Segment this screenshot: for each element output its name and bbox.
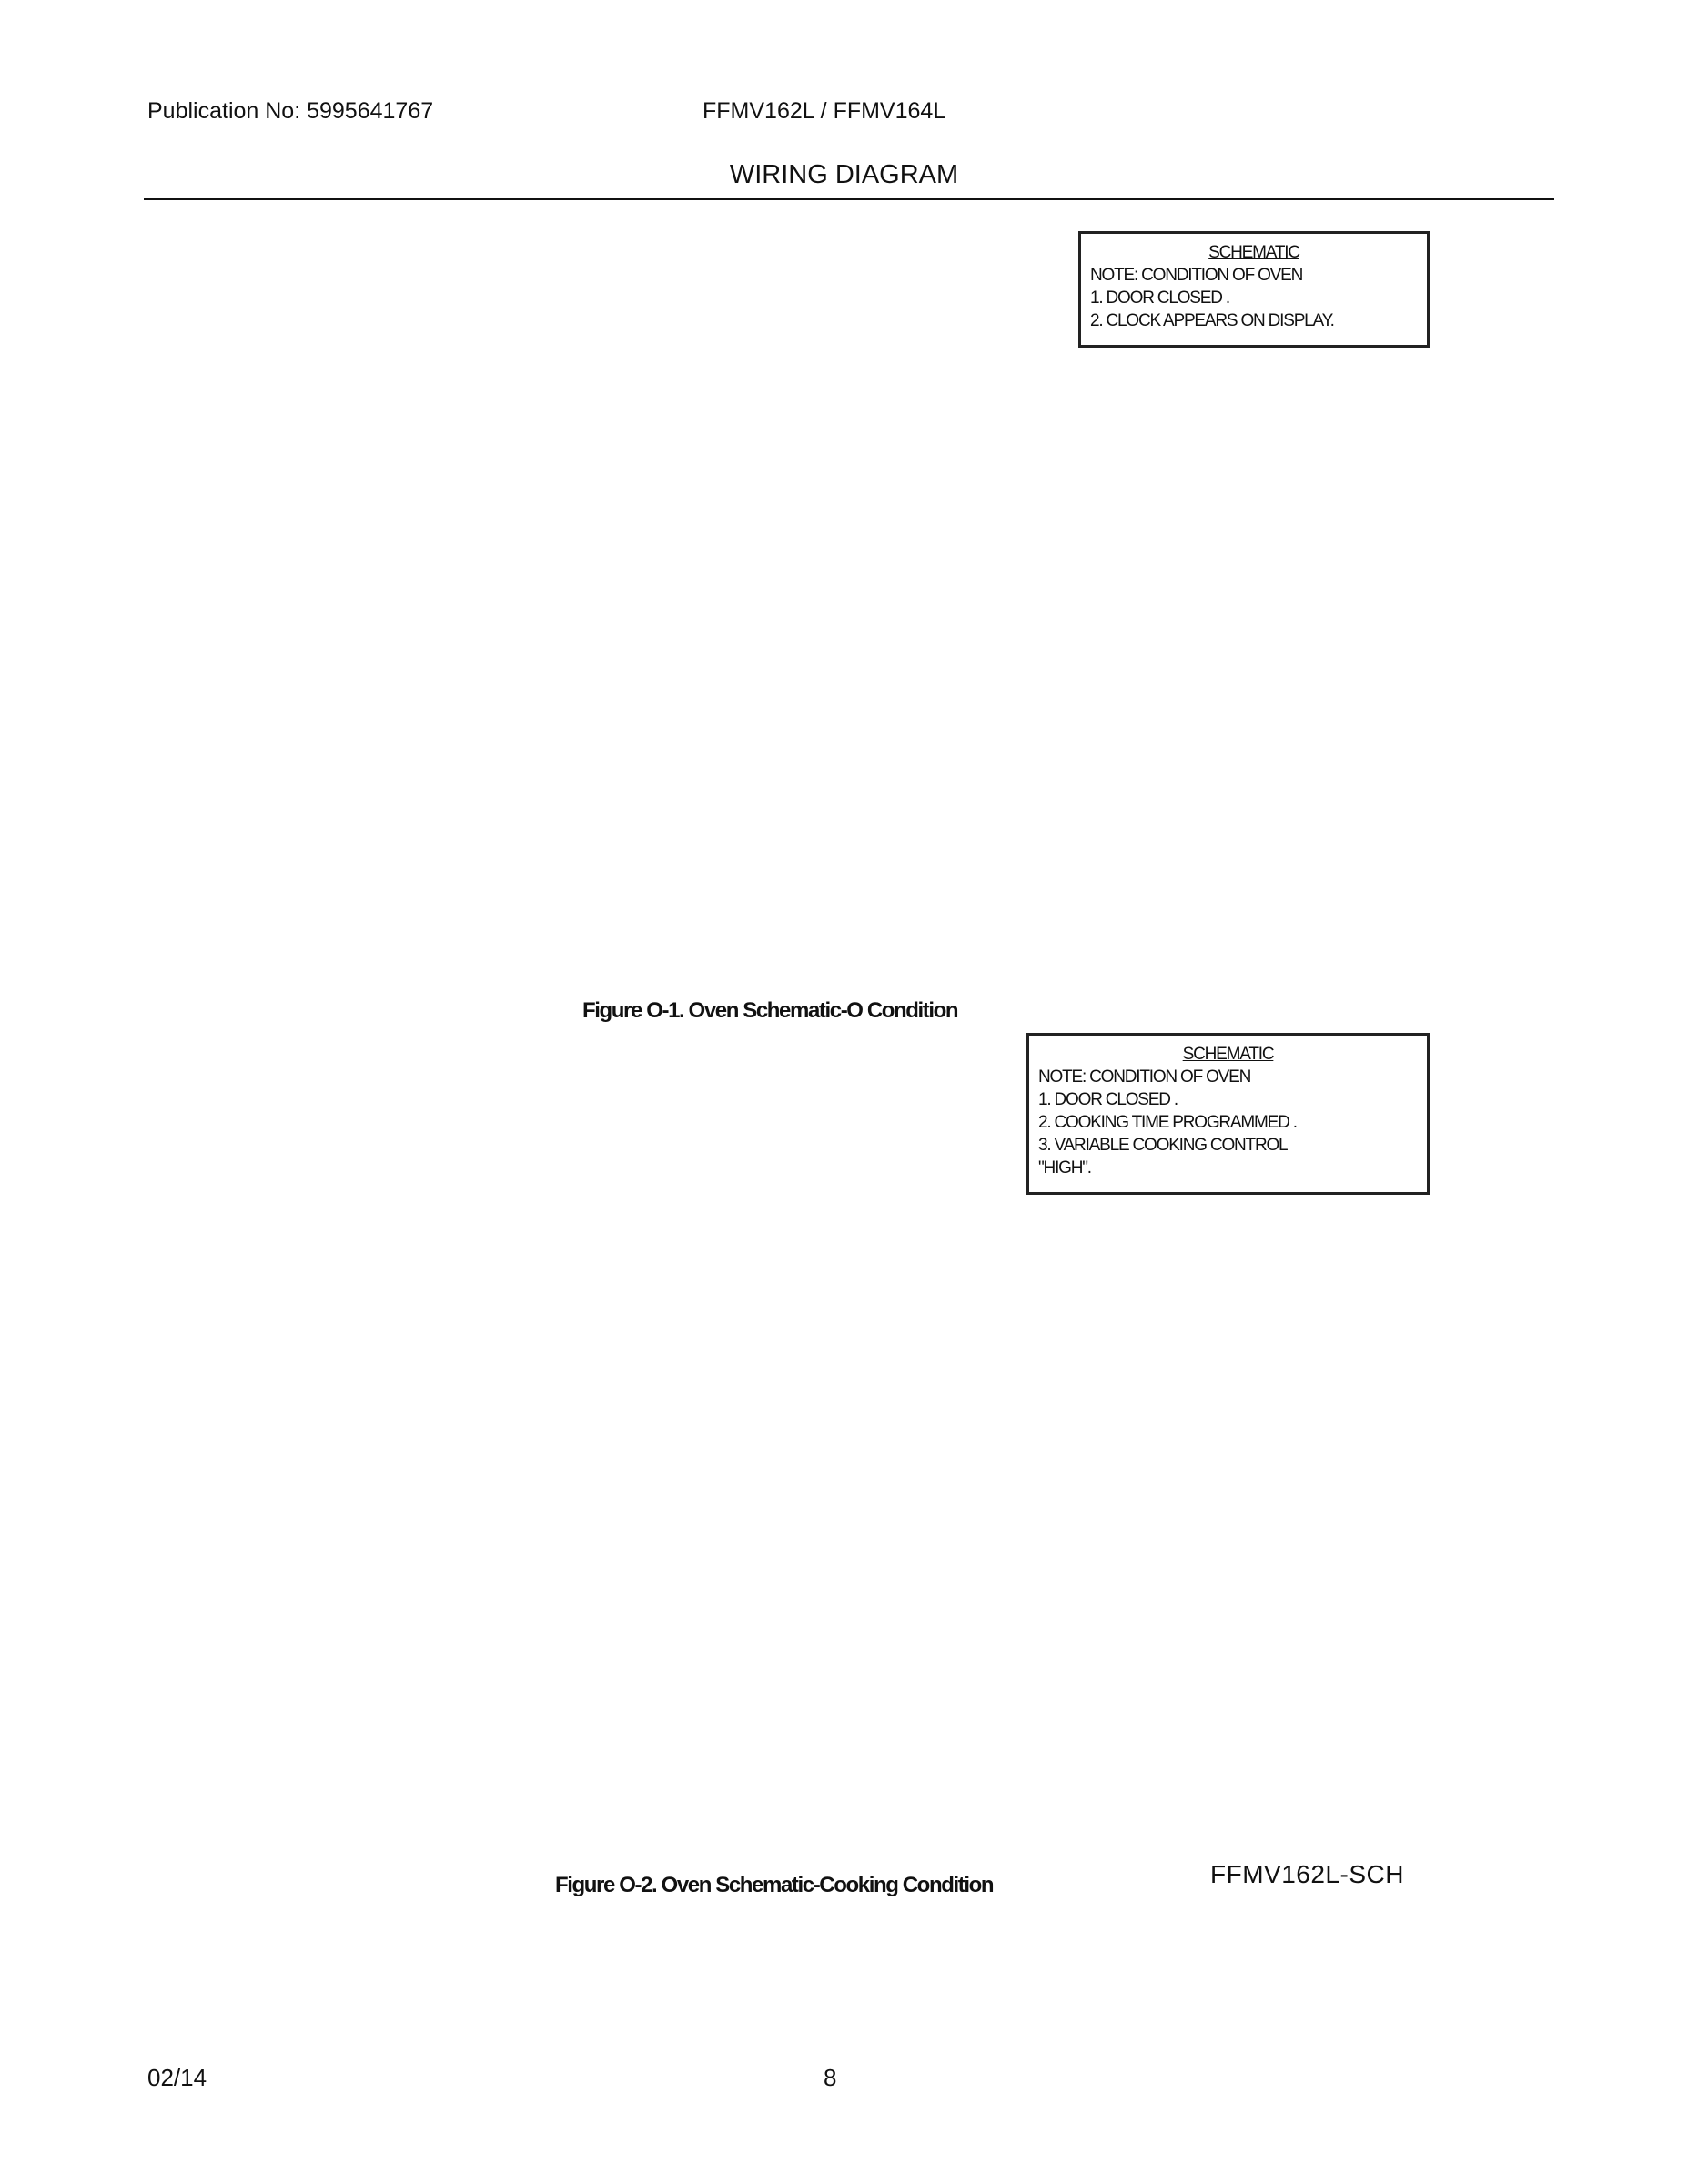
schematic-note-box-1: SCHEMATIC NOTE: CONDITION OF OVEN 1. DOO… <box>1078 231 1430 348</box>
note-heading: SCHEMATIC <box>1208 243 1300 262</box>
model-numbers: FFMV162L / FFMV164L <box>702 98 946 124</box>
note-condition: NOTE: CONDITION OF OVEN <box>1090 266 1303 285</box>
note-item: 2. CLOCK APPEARS ON DISPLAY. <box>1090 311 1335 330</box>
schematic-diagram-2: L L L TTM FM 78961341112 HOT THERMALCUT-… <box>288 1292 1398 1784</box>
note-item: 2. COOKING TIME PROGRAMMED . <box>1038 1113 1298 1132</box>
schematic-note-box-2: SCHEMATIC NOTE: CONDITION OF OVEN 1. DOO… <box>1026 1033 1430 1195</box>
schematic-stamp: FFMV162L-SCH <box>1210 1860 1404 1888</box>
note-item: 3. VARIABLE COOKING CONTROL <box>1038 1136 1289 1155</box>
schematic-diagram-1: L L L TTM FM 78961341112 HOT THERMALCUT-… <box>227 400 1338 892</box>
footer-date: 02/14 <box>147 2064 207 2091</box>
page-title: WIRING DIAGRAM <box>729 160 959 189</box>
page-number: 8 <box>824 2064 837 2091</box>
note-condition: NOTE: CONDITION OF OVEN <box>1038 1067 1251 1087</box>
publication-number: Publication No: 5995641767 <box>147 98 434 124</box>
note-item: 1. DOOR CLOSED . <box>1038 1090 1178 1109</box>
note-heading: SCHEMATIC <box>1182 1045 1275 1064</box>
note-item: "HIGH". <box>1038 1158 1092 1178</box>
header-divider <box>144 198 1554 200</box>
figure-caption-1: Figure O-1. Oven Schematic-O Condition <box>582 998 959 1023</box>
figure-caption-2: Figure O-2. Oven Schematic-Cooking Condi… <box>555 1873 995 1897</box>
note-item: 1. DOOR CLOSED . <box>1090 288 1230 308</box>
